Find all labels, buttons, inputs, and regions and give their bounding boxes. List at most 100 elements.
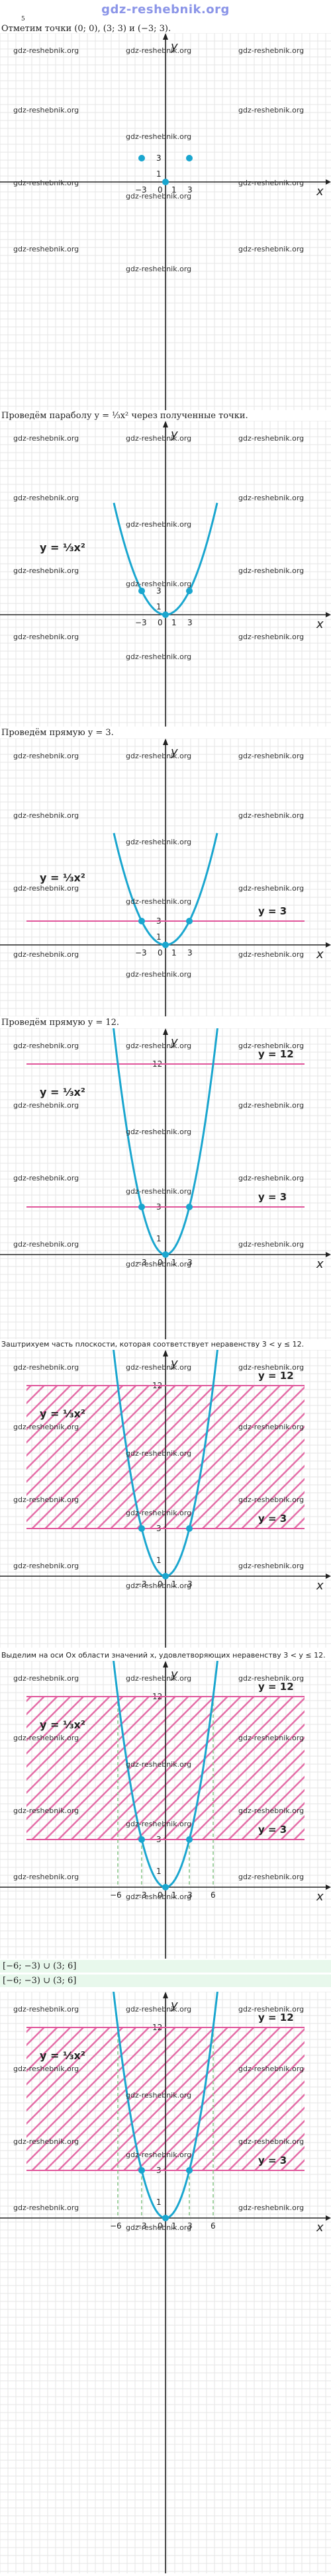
watermark: gdz-reshebnik.org <box>13 179 79 187</box>
watermark: gdz-reshebnik.org <box>238 2137 304 2146</box>
point-1 <box>186 2167 193 2174</box>
point-0 <box>162 179 169 185</box>
y-axis-arrow <box>163 738 168 745</box>
tick-m3-label: −3 <box>135 2221 147 2231</box>
watermark: gdz-reshebnik.org <box>13 494 79 502</box>
watermark: gdz-reshebnik.org <box>238 566 304 575</box>
watermark: gdz-reshebnik.org <box>13 1806 79 1815</box>
y-axis-arrow <box>163 1028 168 1035</box>
watermark: gdz-reshebnik.org <box>126 580 191 588</box>
watermark: gdz-reshebnik.org <box>238 1042 304 1050</box>
tick-y3-label: 3 <box>156 154 162 163</box>
y-axis-label: y <box>170 427 178 441</box>
site-title[interactable]: gdz-reshebnik.org <box>101 3 230 17</box>
watermark: gdz-reshebnik.org <box>126 1260 191 1268</box>
watermark: gdz-reshebnik.org <box>238 752 304 760</box>
point-0 <box>162 942 169 948</box>
watermark: gdz-reshebnik.org <box>13 752 79 760</box>
point-0 <box>162 1573 169 1579</box>
y-axis-arrow <box>163 1992 168 1998</box>
tick-1-label: 1 <box>171 1579 177 1589</box>
x-axis-label: x <box>316 1579 324 1593</box>
point-1 <box>186 588 193 594</box>
watermark: gdz-reshebnik.org <box>238 1101 304 1110</box>
watermark: gdz-reshebnik.org <box>13 245 79 253</box>
watermark: gdz-reshebnik.org <box>238 1806 304 1815</box>
x-axis-arrow <box>326 612 331 617</box>
watermark: gdz-reshebnik.org <box>13 1363 79 1372</box>
x-axis-arrow <box>326 942 331 948</box>
watermark: gdz-reshebnik.org <box>13 2065 79 2073</box>
watermark: gdz-reshebnik.org <box>238 245 304 253</box>
tick-y1-label: 1 <box>156 169 162 179</box>
point-2 <box>138 1836 145 1843</box>
watermark: gdz-reshebnik.org <box>126 970 191 979</box>
answer-line-2: [−6; −3) ∪ (3; 6] <box>0 1975 331 1987</box>
watermark: gdz-reshebnik.org <box>238 2203 304 2212</box>
point-1 <box>186 1836 193 1843</box>
watermark: gdz-reshebnik.org <box>126 1187 191 1196</box>
tick-m3-label: −3 <box>135 185 147 195</box>
tick-1-label: 1 <box>171 2221 177 2231</box>
tick-y1-label: 1 <box>156 1556 162 1565</box>
tick-1-label: 1 <box>171 1890 177 1900</box>
watermark: gdz-reshebnik.org <box>238 1240 304 1249</box>
watermark: gdz-reshebnik.org <box>238 494 304 502</box>
parabola-label: y = ⅓x² <box>40 1407 85 1420</box>
watermark: gdz-reshebnik.org <box>126 897 191 906</box>
tick-3-label: 3 <box>187 1890 193 1900</box>
point-0 <box>162 1251 169 1258</box>
point-2 <box>138 2167 145 2174</box>
y-axis-label: y <box>170 1035 178 1049</box>
watermark: gdz-reshebnik.org <box>126 2091 191 2100</box>
watermark: gdz-reshebnik.org <box>126 1760 191 1769</box>
y-axis-label: y <box>170 745 178 759</box>
step-2-caption: Проведём параболу y = ⅓x² через полученн… <box>1 411 248 421</box>
watermark: gdz-reshebnik.org <box>13 811 79 820</box>
origin-label: 0 <box>158 1890 163 1900</box>
watermark: gdz-reshebnik.org <box>238 1363 304 1372</box>
tick-1-label: 1 <box>171 618 177 627</box>
watermark: gdz-reshebnik.org <box>126 434 191 443</box>
watermark: gdz-reshebnik.org <box>126 1820 191 1828</box>
point-2 <box>138 155 145 161</box>
point-0 <box>162 2215 169 2221</box>
point-2 <box>138 1525 145 1532</box>
point-0 <box>162 611 169 618</box>
watermark: gdz-reshebnik.org <box>13 633 79 641</box>
watermark: gdz-reshebnik.org <box>13 1174 79 1182</box>
y-axis-label: y <box>170 1667 178 1681</box>
grid <box>0 1028 331 1339</box>
watermark: gdz-reshebnik.org <box>126 192 191 200</box>
page-number: 5 <box>21 16 25 22</box>
watermark: gdz-reshebnik.org <box>126 2005 191 2014</box>
x-axis-label: x <box>316 617 324 631</box>
watermark: gdz-reshebnik.org <box>13 2005 79 2014</box>
y-axis-arrow <box>163 1350 168 1356</box>
tick-6-label: 6 <box>211 1890 216 1900</box>
watermark: gdz-reshebnik.org <box>238 811 304 820</box>
point-0 <box>162 1884 169 1890</box>
watermark: gdz-reshebnik.org <box>238 950 304 959</box>
tick-m6-label: −6 <box>110 2221 122 2231</box>
watermark: gdz-reshebnik.org <box>13 1674 79 1683</box>
watermark: gdz-reshebnik.org <box>126 1128 191 1136</box>
y-axis-arrow <box>163 33 168 40</box>
parabola-label: y = ⅓x² <box>40 1718 85 1731</box>
tick-m3-label: −3 <box>135 618 147 627</box>
watermark: gdz-reshebnik.org <box>238 46 304 55</box>
watermark: gdz-reshebnik.org <box>126 652 191 661</box>
tick-y1-label: 1 <box>156 932 162 942</box>
watermark: gdz-reshebnik.org <box>13 1042 79 1050</box>
watermark: gdz-reshebnik.org <box>126 1892 191 1901</box>
parabola-label: y = ⅓x² <box>40 2049 85 2062</box>
watermark: gdz-reshebnik.org <box>126 1042 191 1050</box>
watermark: gdz-reshebnik.org <box>126 752 191 760</box>
y-axis-arrow <box>163 421 168 427</box>
